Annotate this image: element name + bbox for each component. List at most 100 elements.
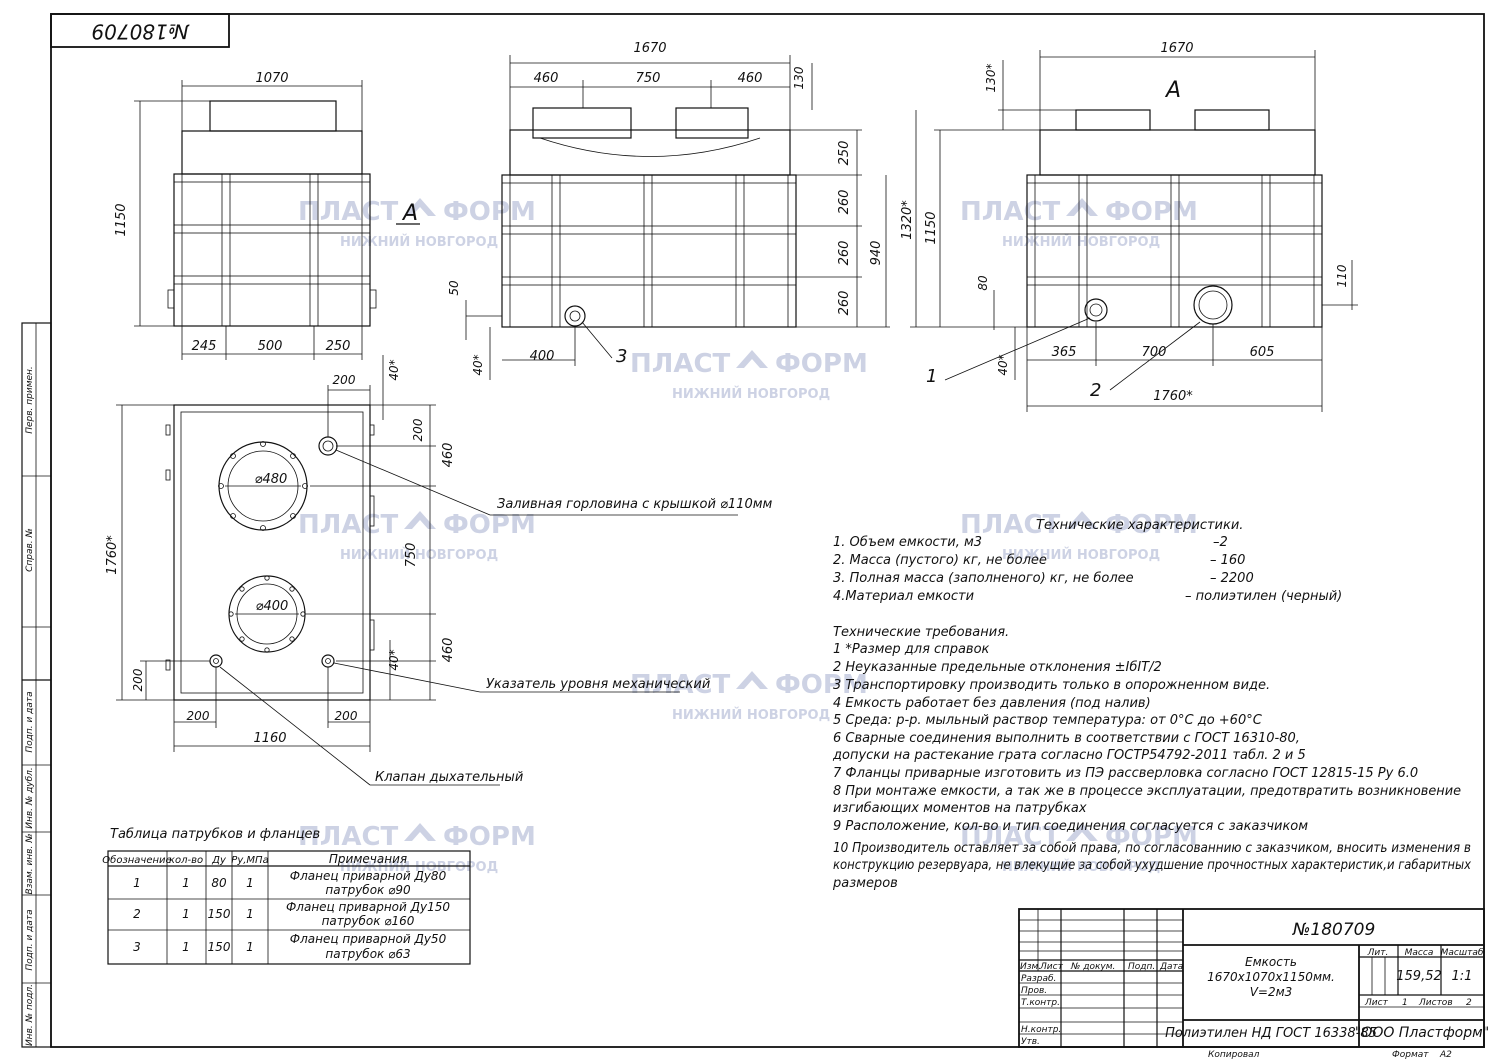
watermark-arrow-icon [404, 511, 436, 529]
requirement-line: допуски на растекание грата согласно ГОС… [832, 748, 1306, 763]
spec-label: 1. Объем емкости, м3 [833, 535, 982, 550]
watermark-3: ПЛАСТ ФОРМ НИЖНИЙ НОВГОРОД [630, 349, 868, 402]
specs-title: Технические характеристики. [1036, 518, 1243, 533]
dim-label: 1760* [1153, 389, 1193, 404]
dim-label: 460 [738, 71, 763, 86]
dim-label: 365 [1052, 345, 1077, 360]
dim-label: 40* [387, 359, 401, 380]
format-label: Формат [1392, 1050, 1429, 1060]
dim-label: 130 [792, 66, 806, 89]
sheet-label: Лист [1364, 998, 1389, 1008]
company-name: "ООО Пластформ" [1355, 1025, 1489, 1041]
dim-label: 260 [837, 291, 852, 316]
table-cell: 80 [211, 876, 227, 890]
top-number-frame [50, 13, 230, 48]
product-size: 1670х1070х1150мм. [1207, 970, 1335, 984]
watermark-city: НИЖНИЙ НОВГОРОД [1002, 547, 1160, 563]
col-header: Лит. [1367, 948, 1389, 958]
dim-label: 40* [471, 354, 485, 375]
table-cell: 1 [246, 940, 254, 954]
scale-value: 1:1 [1452, 969, 1473, 984]
top-number-box: №180709 [50, 13, 230, 48]
watermark-7: ПЛАСТ ФОРМ НИЖНИЙ НОВГОРОД [298, 822, 536, 875]
copied-label: Копировал [1208, 1050, 1260, 1060]
dim-label: 245 [192, 339, 217, 354]
dim-label: 750 [404, 543, 419, 568]
watermark-8: ПЛАСТ ФОРМ НИЖНИЙ НОВГОРОД [960, 822, 1198, 875]
dim-label: 200 [333, 373, 356, 387]
spec-value: –2 [1213, 535, 1228, 550]
material-text: Полиэтилен НД ГОСТ 16338-85 [1165, 1026, 1377, 1041]
watermark-arrow-icon [404, 198, 436, 216]
view-label: А [1164, 78, 1181, 103]
side-stamp-label: Инв. № подл. [25, 984, 35, 1046]
watermark-1: ПЛАСТ ФОРМ НИЖНИЙ НОВГОРОД [298, 197, 536, 250]
watermark-arrow-icon [1066, 511, 1098, 529]
table-caption: Таблица патрубков и фланцев [110, 827, 320, 842]
role-label: Пров. [1021, 986, 1047, 996]
side-stamp-label: Взам. инв. № [25, 833, 35, 894]
requirement-line: 4 Емкость работает без давления (под нал… [833, 696, 1151, 711]
watermark-name-left: ПЛАСТ [960, 197, 1061, 227]
side-stamp-label: Инв. № дубл. [25, 767, 35, 829]
side-stamp-frame [21, 322, 52, 1048]
side-stamp: Перв. примен. Справ. № Подп. и дата Инв.… [21, 322, 52, 1048]
dim-label: 1320* [900, 200, 915, 240]
spec-label: 2. Масса (пустого) кг, не более [833, 553, 1047, 568]
dim-label: 200 [187, 709, 210, 723]
dim-label: 460 [534, 71, 559, 86]
table-cell: патрубок ⌀160 [322, 914, 415, 928]
table-row: 3 1 150 1 Фланец приварной Ду50 патрубок… [133, 932, 446, 961]
leader-text-valve: Клапан дыхательный [375, 770, 523, 785]
callout-label: 3 [616, 346, 627, 367]
front-view: 1670 460 750 460 130 250 260 260 260 940… [447, 41, 890, 380]
watermark-6: ПЛАСТ ФОРМ НИЖНИЙ НОВГОРОД [630, 670, 868, 723]
requirement-line: 5 Среда: р-р. мыльный раствор температур… [833, 713, 1263, 728]
table-header: Обозначение [102, 854, 171, 866]
requirement-line: изгибающих моментов на патрубках [833, 801, 1087, 816]
spec-value: – 160 [1210, 553, 1245, 568]
dim-label: 460 [441, 638, 456, 663]
spec-label: 4.Материал емкости [833, 589, 974, 604]
role-label: Н.контр. [1021, 1025, 1061, 1035]
requirement-line: 10 Производитель оставляет за собой прав… [833, 841, 1471, 856]
watermark-name-left: ПЛАСТ [960, 822, 1061, 852]
watermark-name-right: ФОРМ [1105, 822, 1198, 852]
table-cell: Фланец приварной Ду150 [286, 900, 450, 914]
top-drawing-number: №180709 [91, 20, 189, 44]
change-header: Лист [1039, 962, 1064, 972]
role-label: Утв. [1021, 1037, 1040, 1047]
watermarks: ПЛАСТ ФОРМ НИЖНИЙ НОВГОРОД ПЛАСТ ФОРМ НИ… [298, 197, 1198, 875]
role-label: Разраб. [1021, 974, 1056, 984]
dim-label: 80 [976, 275, 990, 291]
diameter-label: ⌀480 [255, 472, 288, 487]
table-cell: 150 [208, 940, 231, 954]
watermark-name-right: ФОРМ [443, 197, 536, 227]
section-mark: А [401, 201, 418, 226]
diameter-label: ⌀400 [256, 599, 289, 614]
side-stamp-label: Подп. и дата [25, 909, 35, 970]
dim-label: 400 [530, 349, 555, 364]
side-view: 1070 1150 А 245 500 250 [114, 71, 420, 360]
watermark-arrow-icon [1066, 823, 1098, 841]
watermark-name-right: ФОРМ [775, 349, 868, 379]
dim-label: 130* [984, 64, 998, 93]
title-block: Изм. Лист № докум. Подп. Дата Разраб. Пр… [1018, 908, 1489, 1060]
dim-label: 1760* [105, 535, 120, 575]
watermark-arrow-icon [736, 350, 768, 368]
dim-label: 1150 [114, 203, 129, 236]
dim-label: 250 [837, 141, 852, 166]
watermark-name-right: ФОРМ [775, 670, 868, 700]
dim-label: 1150 [924, 211, 939, 244]
table-header: кол-во [169, 855, 203, 866]
change-header: № докум. [1070, 962, 1115, 972]
requirement-line: 2 Неуказанные предельные отклонения ±IбI… [833, 660, 1162, 675]
dim-label: 500 [258, 339, 283, 354]
spec-label: 3. Полная масса (заполненого) кг, не бол… [833, 571, 1134, 586]
spec-value: – полиэтилен (черный) [1185, 589, 1342, 604]
table-cell: 2 [133, 907, 141, 921]
table-cell: 1 [182, 940, 190, 954]
requirement-line: 7 Фланцы приварные изготовить из ПЭ расс… [833, 766, 1418, 781]
col-header: Масса [1405, 948, 1434, 958]
requirements: Технические требования. 1 *Размер для сп… [832, 625, 1471, 891]
